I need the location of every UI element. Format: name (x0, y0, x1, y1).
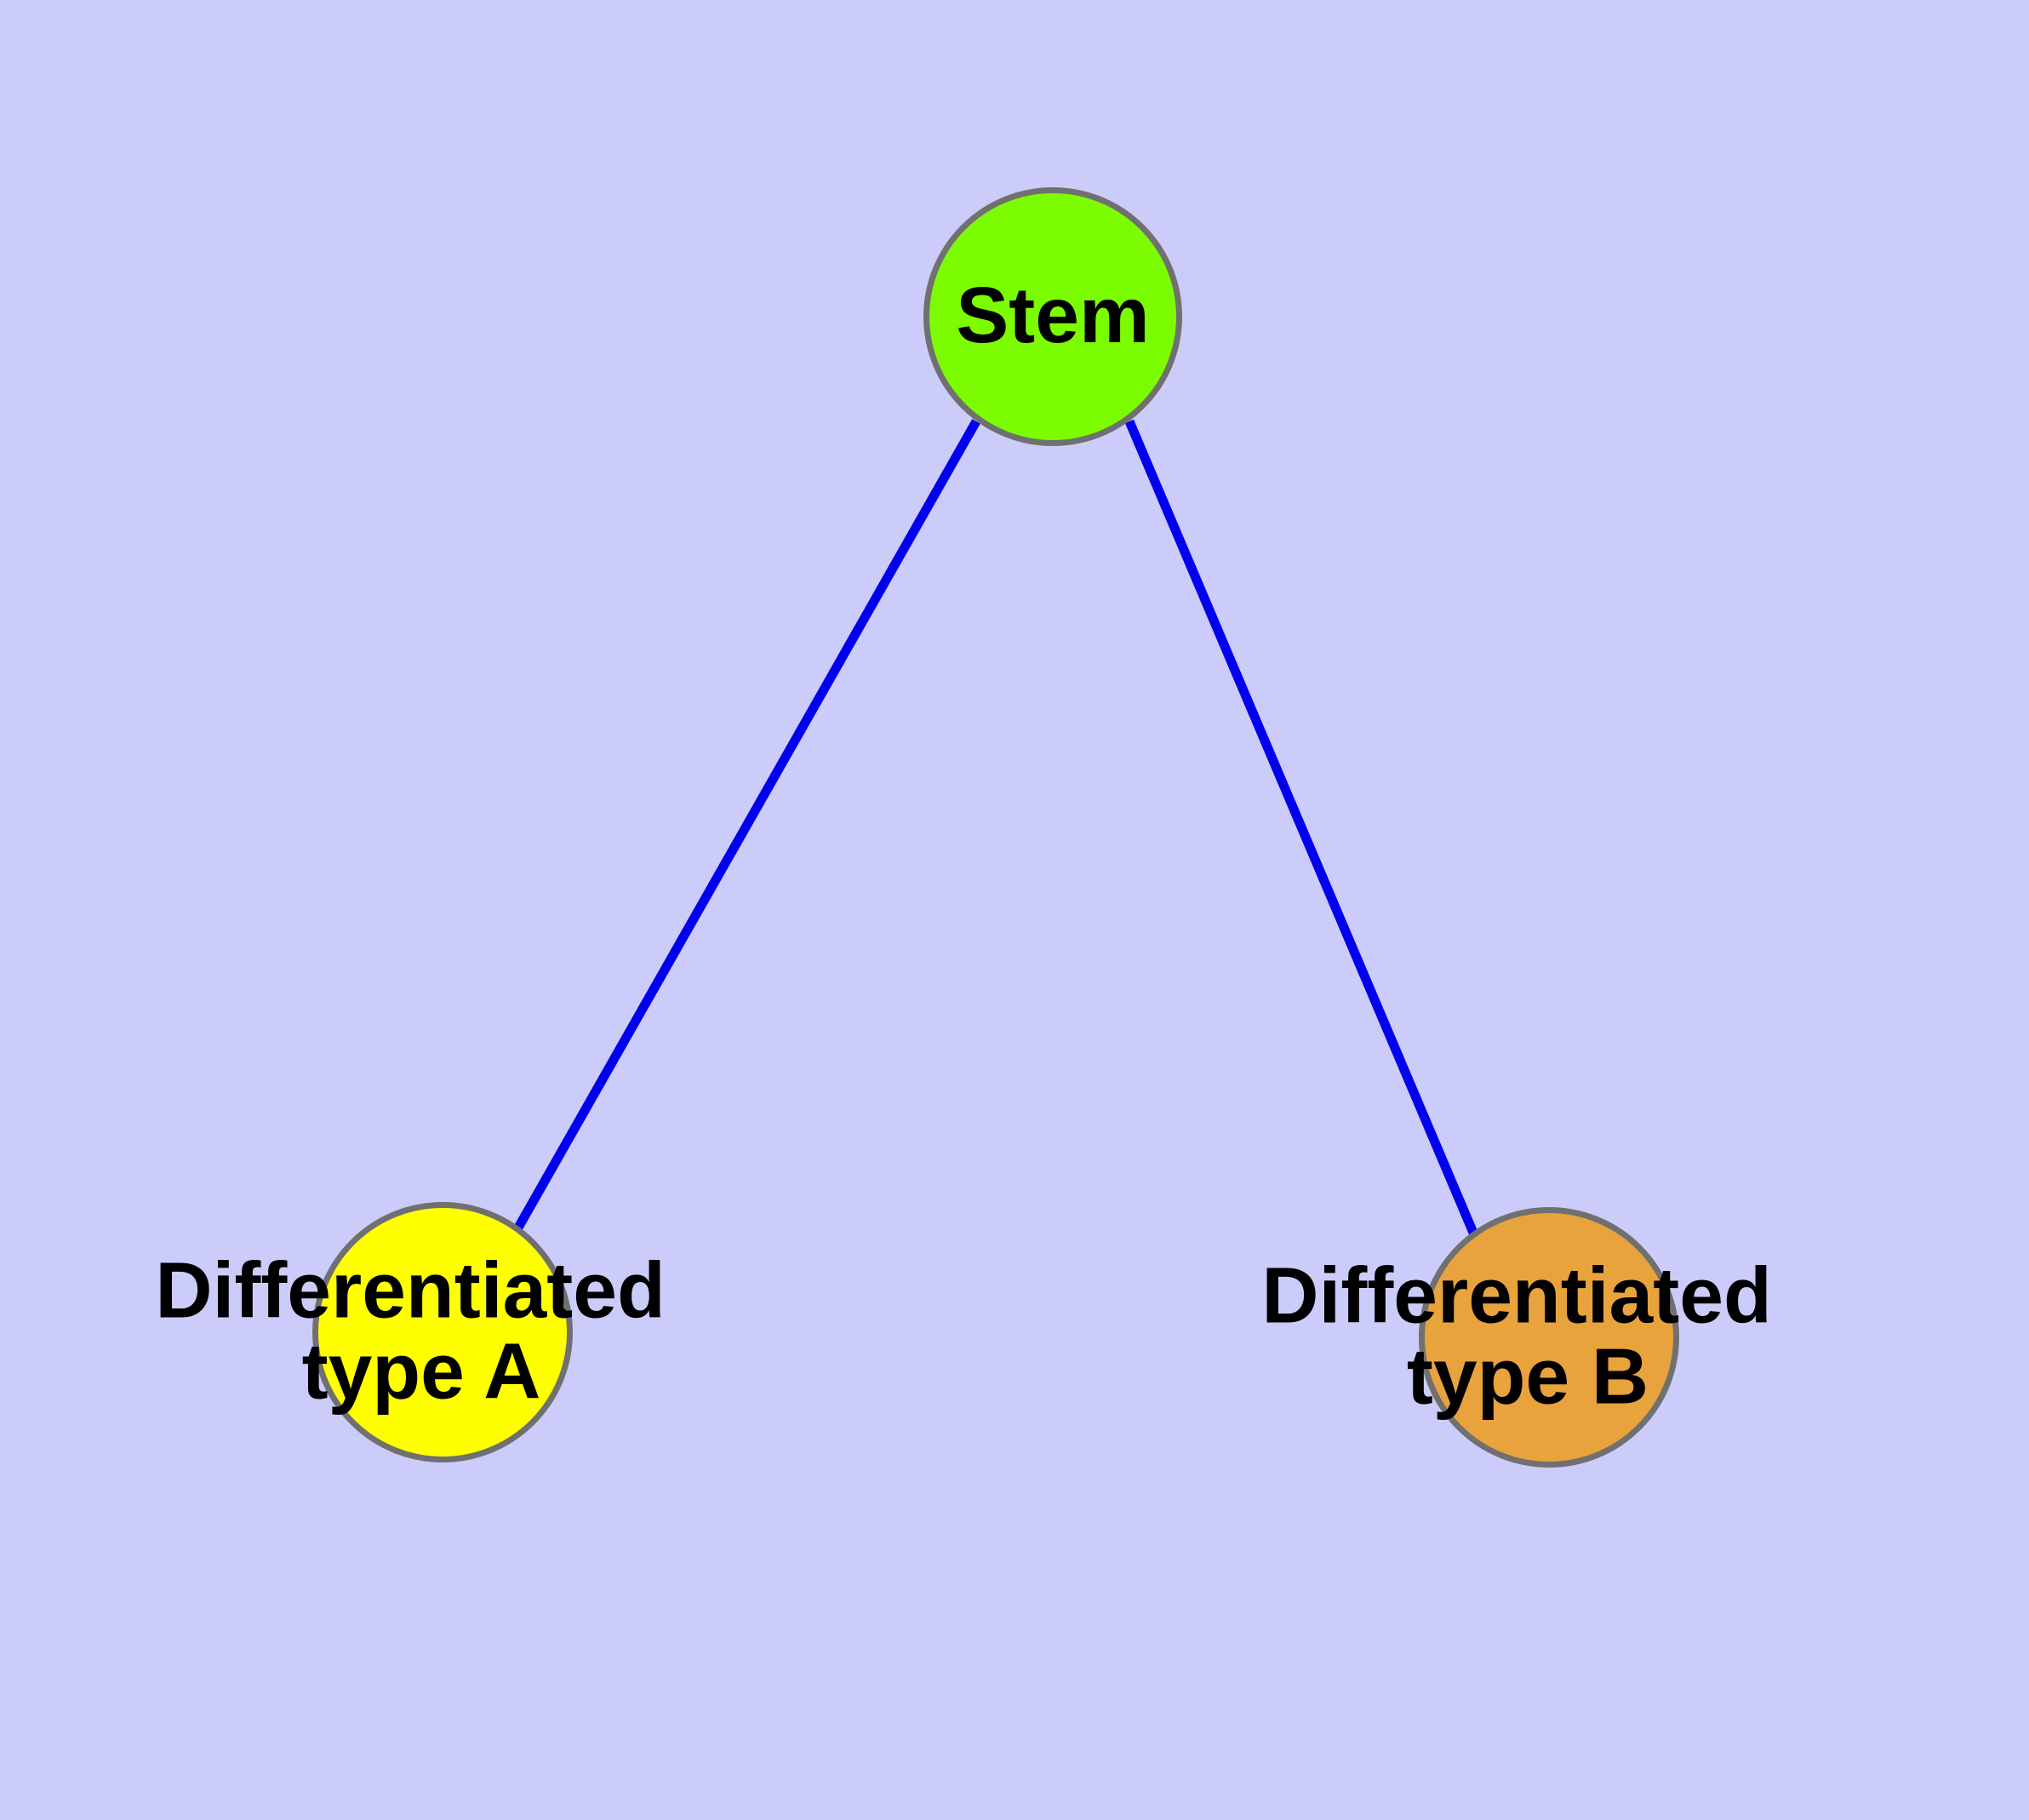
node-stem-circle[interactable] (923, 187, 1182, 446)
node-differentiated-type-a-circle[interactable] (312, 1202, 573, 1462)
node-differentiated-type-a-label: Differentiated type A (155, 1245, 687, 1415)
node-differentiated-type-b-circle[interactable] (1419, 1207, 1679, 1468)
node-differentiated-type-a-label-line-1: Differentiated (155, 1245, 665, 1334)
node-differentiated-type-a-label-line-2: type A (302, 1326, 541, 1415)
edges-layer (514, 419, 1478, 1235)
edge-stem-to-differentiated-type-a[interactable] (514, 419, 980, 1230)
node-differentiated-type-b-label-line-1: Differentiated (1261, 1251, 1771, 1339)
node-stem-label: Stem (956, 271, 1149, 359)
node-differentiated-type-b[interactable]: Differentiated type B (1261, 1207, 1793, 1468)
node-differentiated-type-b-label: Differentiated type B (1261, 1251, 1793, 1420)
node-stem-label-line-1: Stem (956, 271, 1149, 359)
node-stem[interactable]: Stem (923, 187, 1182, 446)
node-differentiated-type-b-label-line-2: type B (1407, 1331, 1649, 1420)
node-differentiated-type-a[interactable]: Differentiated type A (155, 1202, 687, 1462)
nodes-layer: Stem Differentiated type A Differentiate… (155, 187, 1793, 1468)
edge-stem-to-differentiated-type-b[interactable] (1124, 419, 1478, 1235)
